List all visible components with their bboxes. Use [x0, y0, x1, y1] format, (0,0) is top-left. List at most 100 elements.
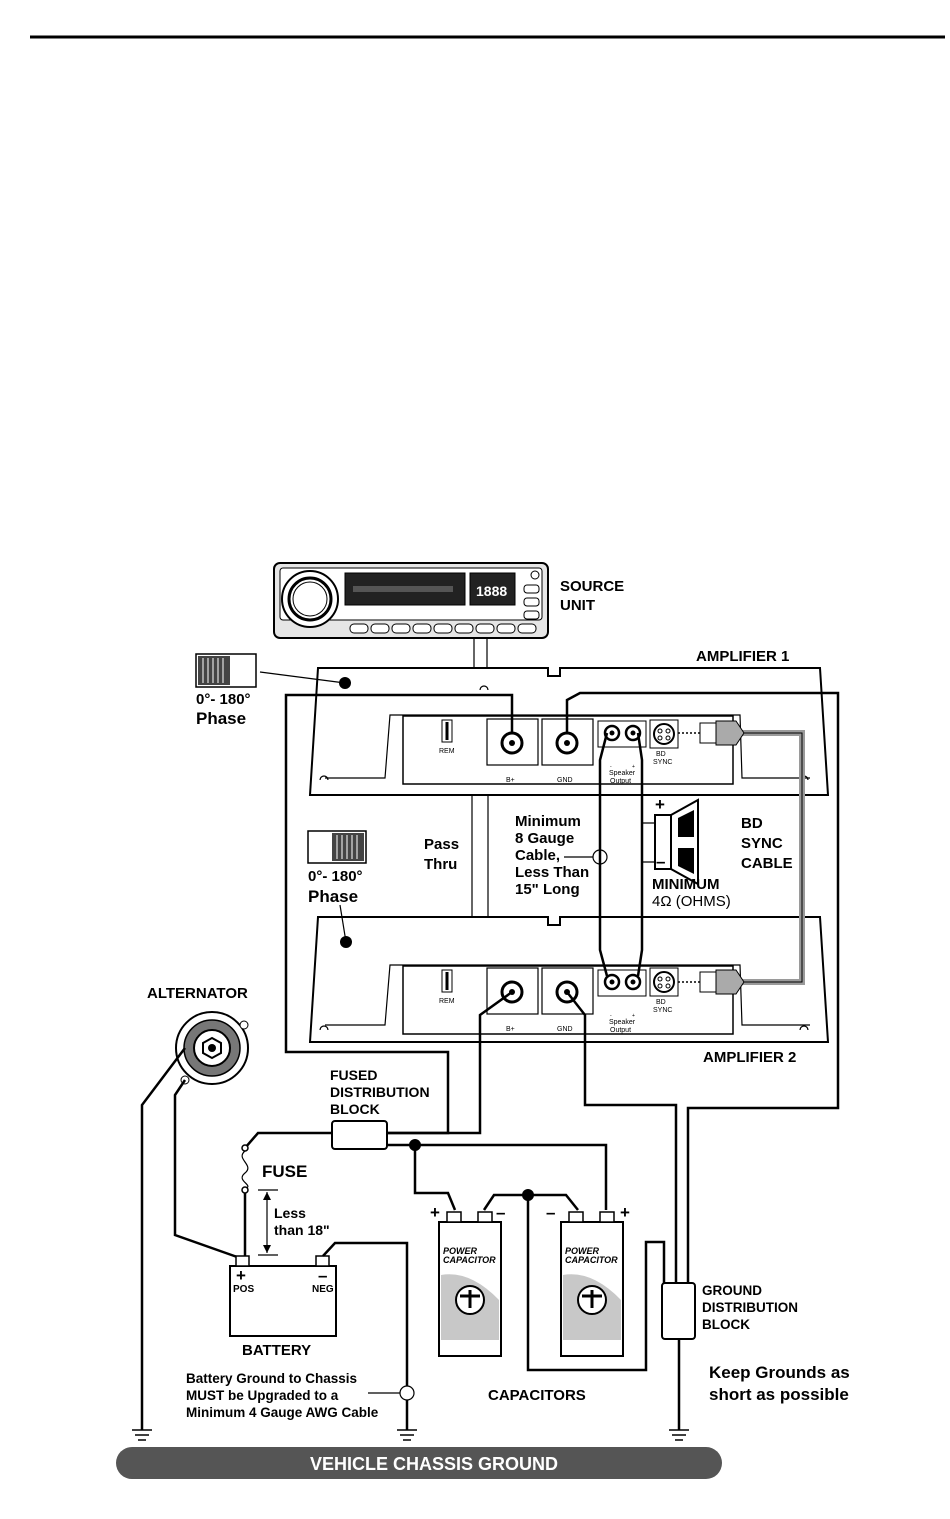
speaker-wire-pos [636, 732, 644, 977]
cap1-brand-2: CAPACITOR [443, 1255, 496, 1265]
capacitor-2 [560, 1211, 624, 1357]
alternator-output-wire [173, 1079, 241, 1260]
amp2-gnd-wire [566, 991, 678, 1285]
alternator-icon [175, 1011, 249, 1085]
battery-label: BATTERY [242, 1342, 311, 1359]
capacitors-label: CAPACITORS [488, 1387, 586, 1404]
cap2-brand: POWER [565, 1246, 600, 1256]
keep-grounds-label-2: short as possible [709, 1385, 849, 1404]
distance-label-2: than 18" [274, 1222, 330, 1238]
bd-sync-plug-1 [678, 720, 745, 746]
amp1-bplus-label: B+ [506, 777, 515, 784]
cap1-plus: + [430, 1203, 440, 1222]
cap2-plus: + [620, 1203, 630, 1222]
amp2-bd-label: BD [656, 999, 666, 1006]
chassis-ground-label: VEHICLE CHASSIS GROUND [310, 1454, 558, 1474]
speaker-plus: + [655, 795, 665, 814]
amp1-speaker-label: Speaker [609, 770, 636, 777]
ground-note-2: MUST be Upgraded to a [186, 1388, 339, 1403]
phase-2-degrees: 0°- 180° [308, 868, 363, 885]
source-unit-label-line2: UNIT [560, 597, 595, 614]
ground-block-label-2: DISTRIBUTION [702, 1300, 798, 1315]
amplifier-1: REM B+ GND - + Speaker Output BD SYNC [308, 667, 830, 796]
phase-1-leader [259, 671, 346, 684]
fused-block-label-3: BLOCK [330, 1101, 380, 1117]
alternator-ground-wire [140, 1047, 186, 1430]
rca-cable [473, 638, 488, 668]
cap1-minus: – [496, 1203, 505, 1222]
amp2-spk-minus: - [610, 1013, 612, 1019]
pass-thru-label-2: Thru [424, 856, 457, 873]
battery-ground-wire [322, 1241, 409, 1430]
speaker-ohms-label: 4Ω (OHMS) [652, 893, 731, 910]
amp2-bplus-label: B+ [506, 1026, 515, 1033]
cap1-brand: POWER [443, 1246, 478, 1256]
amp2-rem-label: REM [439, 998, 455, 1005]
phase-2-leader [339, 904, 347, 943]
amp1-output-label: Output [610, 778, 631, 785]
amplifier-2-label: AMPLIFIER 2 [703, 1049, 796, 1066]
phase-2-word: Phase [308, 887, 358, 906]
battery-pos-label: POS [233, 1284, 254, 1295]
ground-symbol-3 [669, 1429, 689, 1441]
ground-callout-marker [399, 1385, 415, 1401]
ground-note-3: Minimum 4 Gauge AWG Cable [186, 1405, 379, 1420]
battery-neg-sign: – [318, 1266, 327, 1285]
distance-dimension [258, 1189, 278, 1256]
svg-text:Less Than: Less Than [515, 864, 589, 881]
amp1-spk-plus: + [632, 764, 635, 770]
pass-thru-cable [471, 795, 489, 917]
ground-symbol-2 [397, 1429, 417, 1441]
cable-note: Minimum 8 Gauge Cable, Less Than 15" Lon… [515, 813, 589, 898]
bd-sync-label-3: CABLE [741, 855, 793, 872]
svg-text:15" Long: 15" Long [515, 881, 580, 898]
svg-text:8 Gauge: 8 Gauge [515, 830, 574, 847]
capacitor-1 [438, 1211, 502, 1357]
amp1-sync-label: SYNC [653, 759, 672, 766]
cap2-brand-2: CAPACITOR [565, 1255, 618, 1265]
bd-sync-label: BD [741, 815, 763, 832]
speaker-minus: – [656, 852, 665, 871]
source-unit: 1888 [273, 562, 549, 639]
amp1-bd-label: BD [656, 751, 666, 758]
fused-block-label: FUSED [330, 1067, 377, 1083]
amp2-speaker-label: Speaker [609, 1019, 636, 1026]
cap2-minus: – [546, 1203, 555, 1222]
ground-block-label-3: BLOCK [702, 1317, 750, 1332]
fused-block-label-2: DISTRIBUTION [330, 1084, 430, 1100]
amp1-gnd-label: GND [557, 777, 573, 784]
ground-distribution-block [661, 1282, 696, 1340]
svg-text:1888: 1888 [476, 583, 507, 599]
svg-text:Minimum: Minimum [515, 813, 581, 830]
phase-1-word: Phase [196, 709, 246, 728]
battery-neg-label: NEG [312, 1284, 334, 1295]
alternator-label: ALTERNATOR [147, 985, 248, 1002]
amp2-output-label: Output [610, 1027, 631, 1034]
phase-switch-2[interactable] [307, 830, 367, 864]
amplifier-1-label: AMPLIFIER 1 [696, 648, 789, 665]
amp1-spk-minus: - [610, 764, 612, 770]
cap-bridge-wire [415, 1143, 608, 1210]
speaker-wire-neg [598, 732, 609, 977]
svg-text:Cable,: Cable, [515, 847, 560, 864]
fuse-label: FUSE [262, 1162, 307, 1181]
speaker-icon [654, 798, 699, 886]
phase-1-degrees: 0°- 180° [196, 691, 251, 708]
fuse-icon [241, 1150, 249, 1190]
bd-sync-plug-2 [678, 969, 745, 995]
speaker-min-label: MINIMUM [652, 876, 720, 893]
cap-ground-wire [526, 1195, 666, 1372]
source-unit-label: SOURCE [560, 578, 624, 595]
battery-icon [229, 1255, 337, 1337]
amp2-spk-plus: + [632, 1013, 635, 1019]
bd-sync-label-2: SYNC [741, 835, 783, 852]
distance-label: Less [274, 1205, 306, 1221]
cap-feed-wire [387, 1143, 457, 1211]
fused-distribution-block [331, 1120, 388, 1150]
ground-block-label: GROUND [702, 1283, 762, 1298]
ground-symbol-1 [132, 1429, 152, 1441]
phase-switch-1[interactable] [195, 653, 257, 688]
keep-grounds-label: Keep Grounds as [709, 1363, 850, 1382]
chassis-ground-bar [116, 1447, 722, 1479]
